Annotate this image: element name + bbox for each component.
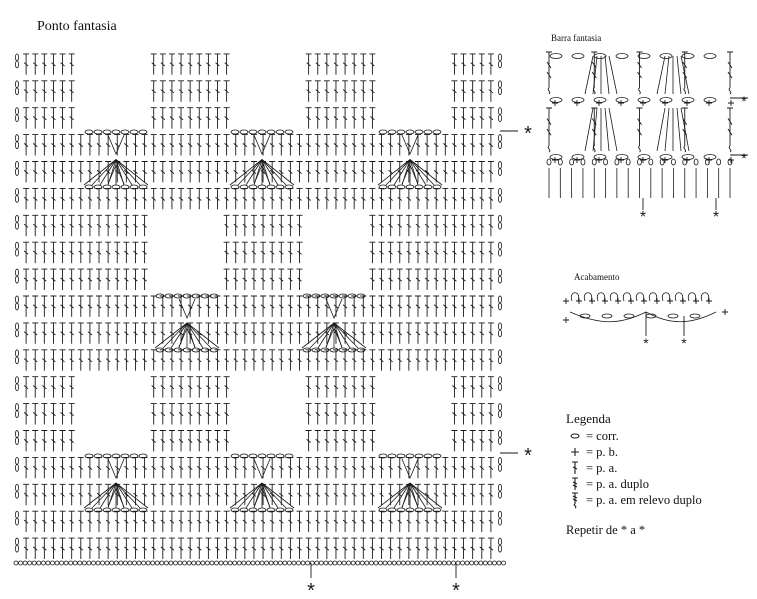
repeat-star-marker: * [307,580,315,599]
repeat-star-marker: * [643,335,649,351]
repeat-star-marker: * [452,580,460,599]
legend-title: Legenda [566,411,611,426]
legend-label: = p. a. duplo [586,477,649,491]
barra-chart-title: Barra fantasia [551,33,602,43]
acabamento-chart-title: Acabamento [574,272,620,282]
repeat-star-marker: * [741,93,747,109]
acabamento-chart [563,292,728,336]
chain-stitch-icon [566,431,584,441]
barra-fantasia-chart [546,51,748,210]
repeat-star-marker: * [741,150,747,166]
legend-item-fptr: = p. a. em relevo duplo [566,491,702,509]
legend-item-tr: = p. a. duplo [566,476,702,492]
legend-label: = corr. [586,429,619,443]
repeat-star-marker: * [640,209,646,226]
double-crochet-icon [566,460,584,476]
legend: Legenda = corr. = p. b. = p. a. = p. a. … [566,411,702,509]
front-post-treble-icon [566,491,584,509]
legend-label: = p. a. em relevo duplo [586,493,702,507]
single-crochet-icon [566,446,584,458]
main-chart-title: Ponto fantasia [37,19,117,34]
legend-label: = p. b. [586,445,619,459]
repeat-star-marker: * [713,209,719,226]
ponto-fantasia-chart [13,53,518,578]
legend-item-sc: = p. b. [566,444,702,460]
repeat-star-marker: * [524,445,532,467]
legend-label: = p. a. [586,461,618,475]
repeat-star-marker: * [681,335,687,351]
repeat-star-marker: * [524,123,532,145]
treble-crochet-icon [566,476,584,492]
repeat-note: Repetir de * a * [566,523,646,537]
legend-item-dc: = p. a. [566,460,702,476]
legend-item-chain: = corr. [566,428,702,444]
